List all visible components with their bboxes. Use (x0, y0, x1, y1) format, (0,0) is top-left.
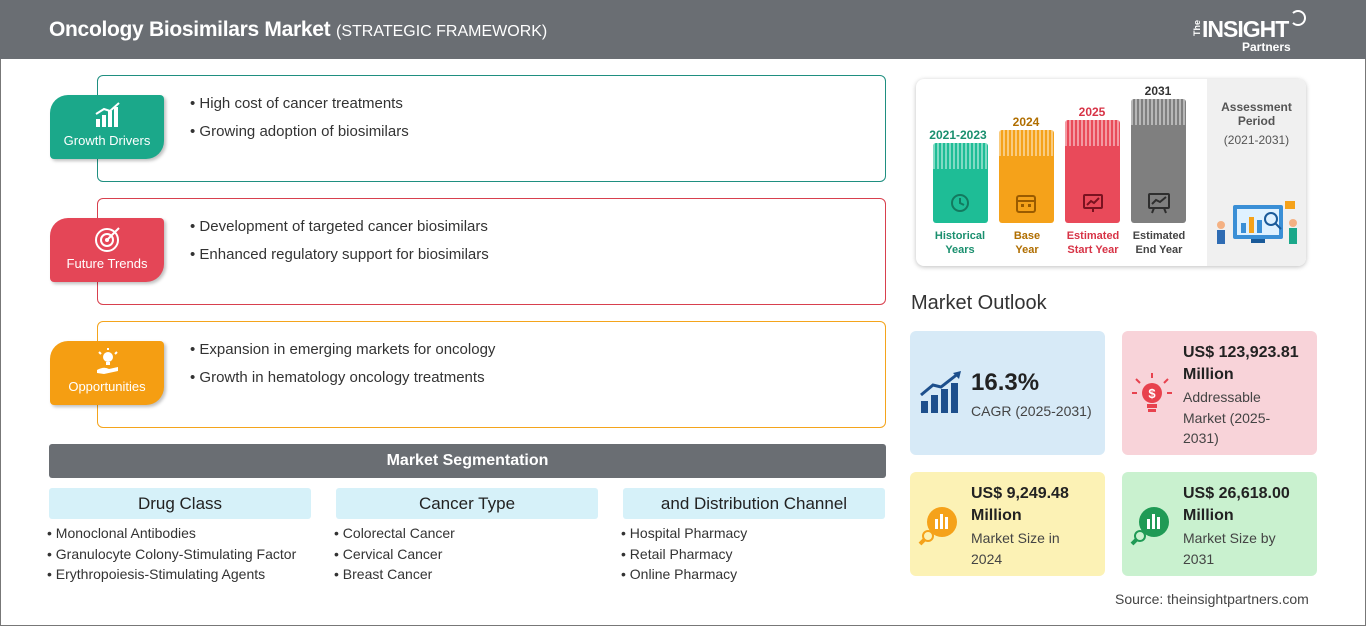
list-item: Monoclonal Antibodies (47, 525, 296, 546)
logo-insight-text: INSIGHT (1202, 16, 1289, 42)
opportunities-list: Expansion in emerging markets for oncolo… (190, 341, 495, 397)
magnifier-chart-icon (918, 507, 957, 546)
growth-drivers-card: High cost of cancer treatments Growing a… (97, 75, 886, 182)
timeline-bar-historical (933, 143, 988, 223)
history-icon (951, 194, 969, 212)
segment-heading-distribution-channel: and Distribution Channel (623, 488, 885, 519)
list-item: Breast Cancer (334, 566, 455, 587)
magnifier-chart-icon (1130, 507, 1169, 546)
timeline-year-end: 2031 (1144, 84, 1172, 98)
growth-drivers-tag: Growth Drivers (50, 95, 164, 159)
market-size-2024-label: Market Size in 2024 (971, 530, 1060, 567)
segment-heading-drug-class: Drug Class (49, 488, 311, 519)
growth-drivers-label: Growth Drivers (63, 133, 151, 148)
logo-partners-text: Partners (1242, 40, 1291, 54)
segment-heading-cancer-type: Cancer Type (336, 488, 598, 519)
timeline-year-historical: 2021-2023 (929, 128, 987, 142)
opportunities-card: Expansion in emerging markets for oncolo… (97, 321, 886, 428)
timeline-year-base: 2024 (1012, 115, 1040, 129)
list-item: Retail Pharmacy (621, 546, 747, 567)
list-item: Granulocyte Colony-Stimulating Factor (47, 546, 296, 567)
cagr-label: CAGR (2025-2031) (971, 403, 1092, 419)
metric-addressable-market-card: $ US$ 123,923.81 Million Addressable Mar… (1122, 331, 1317, 455)
insight-partners-logo[interactable]: The INSIGHT Partners (1192, 10, 1312, 54)
future-trends-tag: Future Trends (50, 218, 164, 282)
dollar-bulb-icon: $ (1132, 373, 1172, 412)
list-item: Growth in hematology oncology treatments (190, 369, 495, 397)
cagr-value: 16.3% (971, 369, 1040, 396)
growth-chart-icon (95, 102, 120, 127)
growth-drivers-list: High cost of cancer treatments Growing a… (190, 95, 409, 151)
page-subtitle: (STRATEGIC FRAMEWORK) (336, 23, 548, 40)
market-size-2031-value: US$ 26,618.00 Million (1183, 485, 1290, 524)
distribution-channel-list: Hospital Pharmacy Retail Pharmacy Online… (621, 525, 748, 587)
list-item: Colorectal Cancer (334, 525, 455, 546)
assessment-period-range: (2021-2031) (1223, 133, 1290, 147)
addressable-market-label: Addressable Market (2025-2031) (1183, 389, 1271, 446)
logo-arc-icon (1290, 10, 1306, 26)
assessment-period-title: Assessment Period (1221, 100, 1292, 128)
svg-text:$: $ (1148, 386, 1156, 401)
future-trends-list: Development of targeted cancer biosimila… (190, 218, 489, 274)
segmentation-title: Market Segmentation (49, 444, 886, 478)
list-item: Expansion in emerging markets for oncolo… (190, 341, 495, 369)
market-size-2031-label: Market Size by 2031 (1183, 530, 1276, 567)
drug-class-list: Monoclonal Antibodies Granulocyte Colony… (47, 525, 296, 587)
future-trends-card: Development of targeted cancer biosimila… (97, 198, 886, 305)
metric-market-size-2024-card: US$ 9,249.48 Million Market Size in 2024 (910, 472, 1105, 576)
cancer-type-list: Colorectal Cancer Cervical Cancer Breast… (334, 525, 455, 587)
header-bar: Oncology Biosimilars Market (STRATEGIC F… (0, 0, 1366, 59)
source-citation: Source: theinsightpartners.com (1115, 591, 1309, 607)
logo-the-text: The (1192, 20, 1202, 37)
opportunities-tag: Opportunities (50, 341, 164, 405)
list-item: Erythropoiesis-Stimulating Agents (47, 566, 296, 587)
list-item: Growing adoption of biosimilars (190, 123, 408, 151)
list-item: Development of targeted cancer biosimila… (190, 218, 489, 246)
metric-cagr-card: 16.3% CAGR (2025-2031) (910, 331, 1105, 455)
opportunities-label: Opportunities (68, 379, 146, 394)
analytics-illustration-icon (1217, 201, 1297, 244)
lightbulb-hand-icon (97, 348, 118, 374)
addressable-market-value: US$ 123,923.81 Million (1183, 344, 1299, 383)
future-trends-label: Future Trends (66, 256, 148, 271)
timeline-bar-end (1131, 99, 1186, 223)
timeline-year-start: 2025 (1078, 105, 1106, 119)
bar-growth-icon (920, 371, 961, 413)
metric-market-size-2031-card: US$ 26,618.00 Million Market Size by 203… (1122, 472, 1317, 576)
list-item: Hospital Pharmacy (621, 525, 748, 546)
market-size-2024-value: US$ 9,249.48 Million (971, 485, 1069, 524)
target-icon (95, 227, 120, 252)
list-item: Online Pharmacy (621, 566, 747, 587)
list-item: High cost of cancer treatments (190, 95, 409, 123)
timeline-bar-base (999, 130, 1054, 223)
assessment-period-panel: Assessment Period (2021-2031) (1207, 79, 1306, 266)
chart-screen-icon (1083, 194, 1103, 212)
market-outlook-title: Market Outlook (911, 292, 1047, 314)
presentation-icon (1148, 193, 1170, 214)
list-item: Enhanced regulatory support for biosimil… (190, 246, 488, 274)
timeline-bar-start (1065, 120, 1120, 223)
page-title: Oncology Biosimilars Market (49, 18, 331, 41)
list-item: Cervical Cancer (334, 546, 455, 567)
calendar-icon (1016, 195, 1036, 213)
